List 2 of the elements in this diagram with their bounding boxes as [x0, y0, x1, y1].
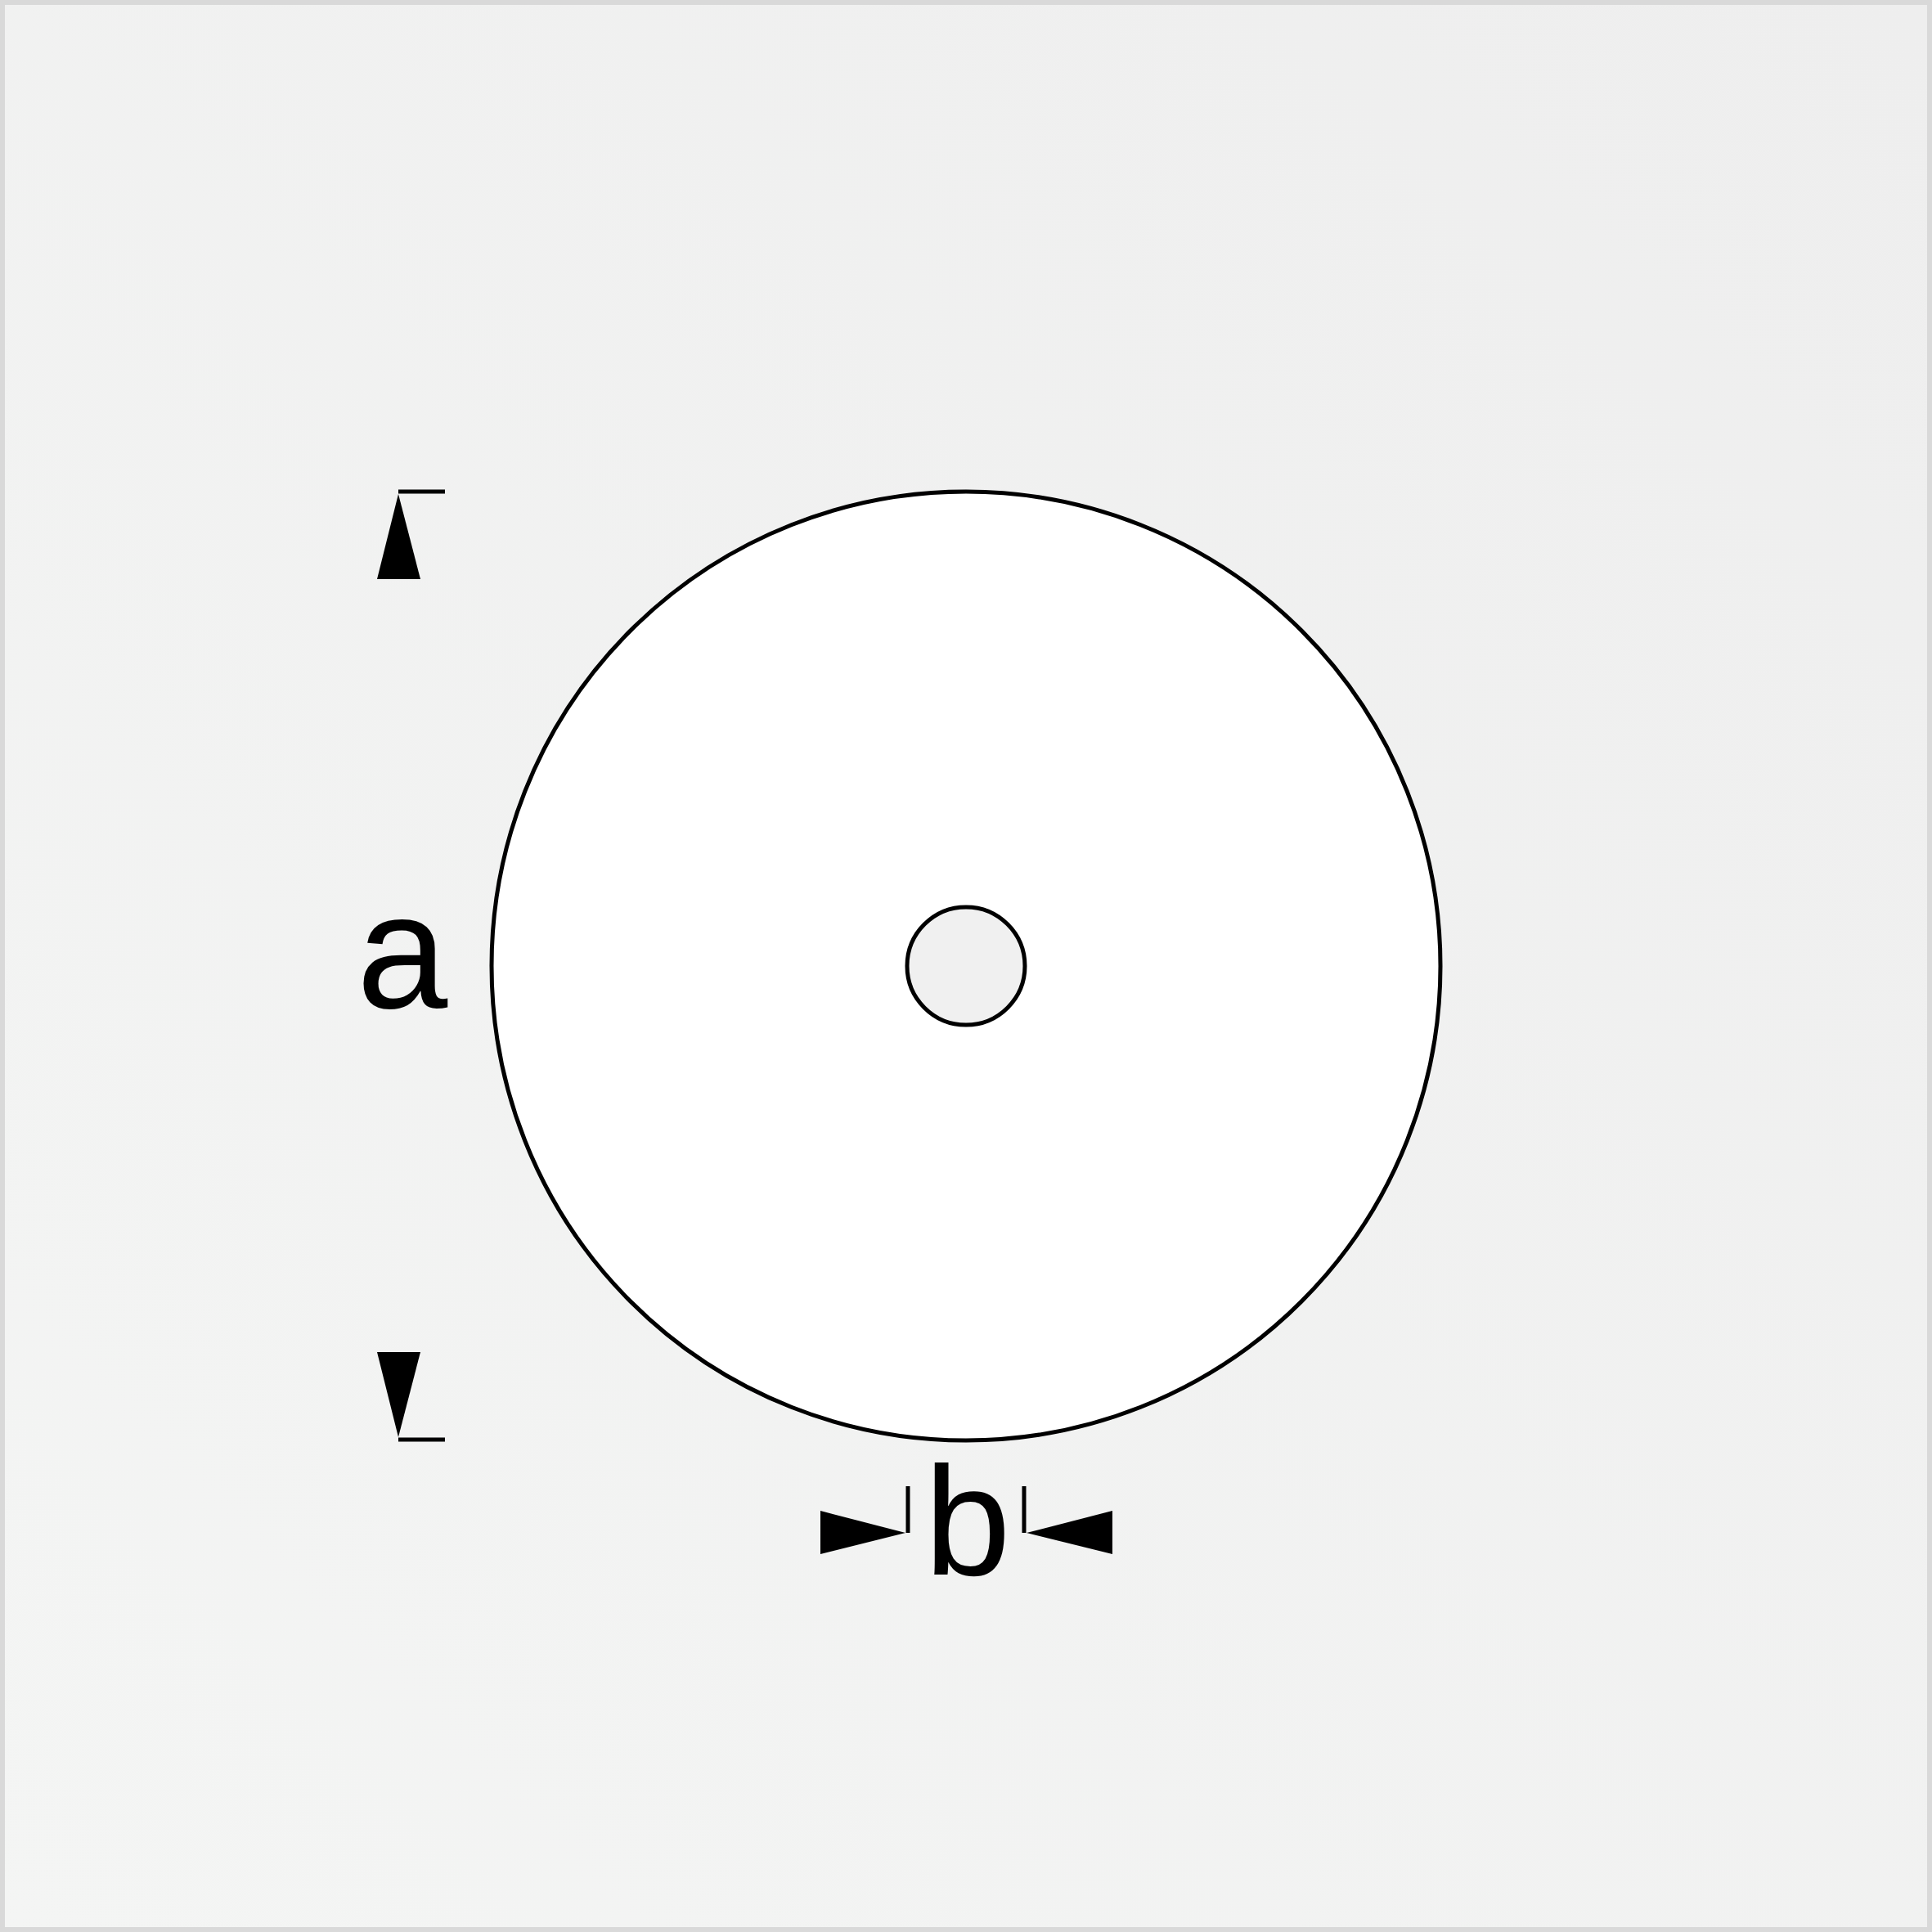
dimension-label: a: [357, 869, 448, 1033]
dimension-label: b: [924, 1443, 1011, 1598]
